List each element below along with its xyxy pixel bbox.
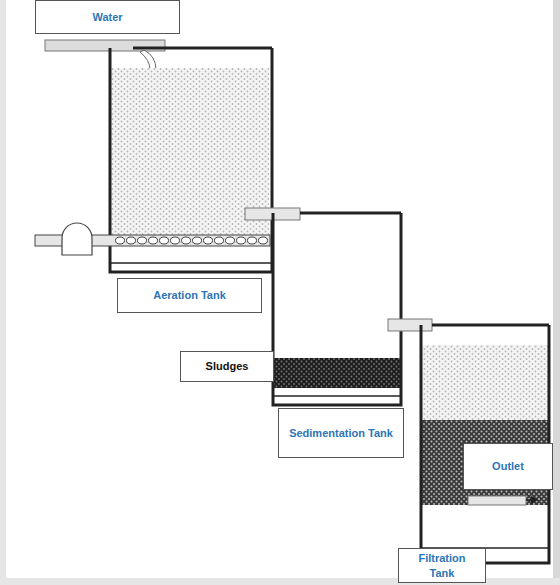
air-bubble (171, 237, 180, 244)
label-text: Water (92, 10, 122, 24)
sludge-label: Sludges (180, 351, 274, 382)
air-bubble (116, 237, 125, 244)
label-text: Aeration Tank (153, 288, 226, 302)
air-bubble (182, 237, 191, 244)
label-text: Outlet (492, 459, 524, 473)
tank-label: Filtration Tank (398, 548, 486, 583)
label-text: Filtration Tank (405, 551, 479, 580)
outlet-label: Outlet (463, 443, 553, 490)
air-bubble (127, 237, 136, 244)
air-bubble (160, 237, 169, 244)
air-bubble (149, 237, 158, 244)
air-bubble (259, 237, 268, 244)
air-bubble (226, 237, 235, 244)
air-bubble (193, 237, 202, 244)
air-bubble (215, 237, 224, 244)
tank-label: Sedimentation Tank (278, 408, 404, 458)
label-text: Sedimentation Tank (289, 426, 393, 440)
inlet-label: Water (35, 0, 180, 34)
air-bubble (138, 237, 147, 244)
air-bubble (248, 237, 257, 244)
label-text: Sludges (206, 359, 249, 373)
air-bubble (204, 237, 213, 244)
tank-label: Aeration Tank (117, 278, 262, 313)
air-bubble (237, 237, 246, 244)
